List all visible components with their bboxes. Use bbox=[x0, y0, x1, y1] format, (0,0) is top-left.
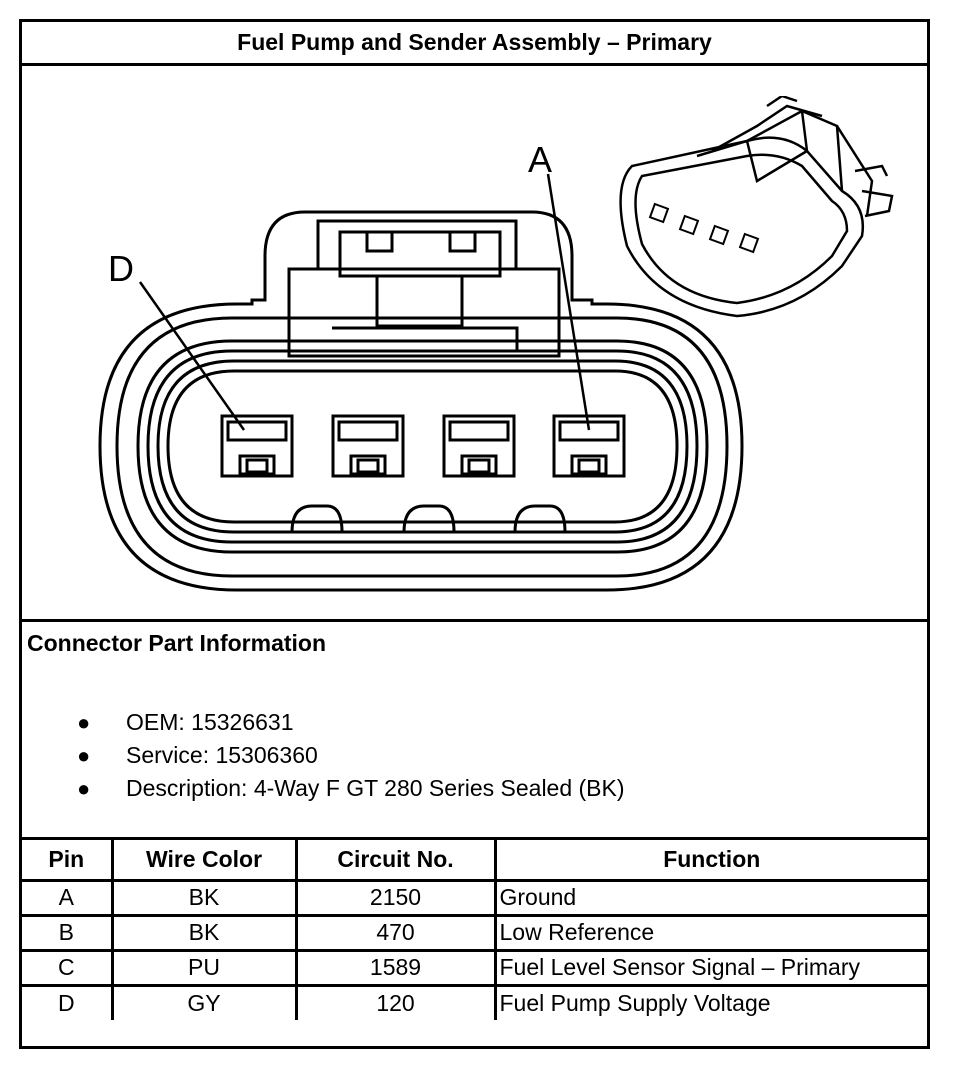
pin-cell: C bbox=[22, 948, 114, 987]
wire-color-cell: GY bbox=[110, 983, 298, 1020]
bullet-icon: ● bbox=[77, 710, 91, 735]
part-info-item: ● OEM: 15326631 bbox=[22, 706, 625, 739]
column-header-wire-color: Wire Color bbox=[110, 840, 298, 882]
table-row: C PU 1589 Fuel Level Sensor Signal – Pri… bbox=[22, 948, 927, 987]
circuit-no-cell: 2150 bbox=[294, 878, 497, 917]
part-info-oem: OEM: 15326631 bbox=[126, 709, 294, 735]
part-info-description: Description: 4-Way F GT 280 Series Seale… bbox=[126, 775, 625, 801]
circuit-no-cell: 470 bbox=[294, 913, 497, 952]
bullet-icon: ● bbox=[77, 776, 91, 801]
connector-diagram: D A bbox=[22, 66, 927, 622]
part-info-heading: Connector Part Information bbox=[27, 630, 327, 656]
function-cell: Fuel Level Sensor Signal – Primary bbox=[493, 948, 927, 987]
part-info-item: ● Description: 4-Way F GT 280 Series Seal… bbox=[22, 772, 625, 805]
wire-color-cell: BK bbox=[110, 913, 298, 952]
bullet-icon: ● bbox=[77, 743, 91, 768]
page-title: Fuel Pump and Sender Assembly – Primary bbox=[22, 22, 927, 66]
pin-cell: D bbox=[22, 983, 114, 1020]
function-cell: Fuel Pump Supply Voltage bbox=[493, 983, 927, 1020]
callout-a-label: A bbox=[528, 139, 552, 180]
connector-sheet: Fuel Pump and Sender Assembly – Primary bbox=[19, 19, 930, 1049]
table-row: A BK 2150 Ground bbox=[22, 878, 927, 917]
function-cell: Ground bbox=[493, 878, 927, 917]
wire-color-cell: PU bbox=[110, 948, 298, 987]
part-info-service: Service: 15306360 bbox=[126, 742, 318, 768]
part-info-list: ● OEM: 15326631 ● Service: 15306360 ● Descr… bbox=[22, 706, 625, 805]
callout-d-label: D bbox=[108, 248, 134, 289]
pin-cell: B bbox=[22, 913, 114, 952]
function-cell: Low Reference bbox=[493, 913, 927, 952]
pin-table: Pin Wire Color Circuit No. Function A BK… bbox=[22, 840, 927, 1020]
column-header-function: Function bbox=[493, 840, 927, 882]
table-row: D GY 120 Fuel Pump Supply Voltage bbox=[22, 983, 927, 1020]
connector-isometric-view-icon bbox=[619, 96, 894, 318]
connector-face-view-icon: D A bbox=[98, 139, 744, 592]
table-header-row: Pin Wire Color Circuit No. Function bbox=[22, 840, 927, 882]
column-header-pin: Pin bbox=[22, 840, 114, 882]
column-header-circuit-no: Circuit No. bbox=[294, 840, 497, 882]
part-info-item: ● Service: 15306360 bbox=[22, 739, 625, 772]
connector-part-information: Connector Part Information ● OEM: 1532663… bbox=[22, 622, 927, 840]
table-row: B BK 470 Low Reference bbox=[22, 913, 927, 952]
circuit-no-cell: 120 bbox=[294, 983, 497, 1020]
wire-color-cell: BK bbox=[110, 878, 298, 917]
circuit-no-cell: 1589 bbox=[294, 948, 497, 987]
pin-cell: A bbox=[22, 878, 114, 917]
